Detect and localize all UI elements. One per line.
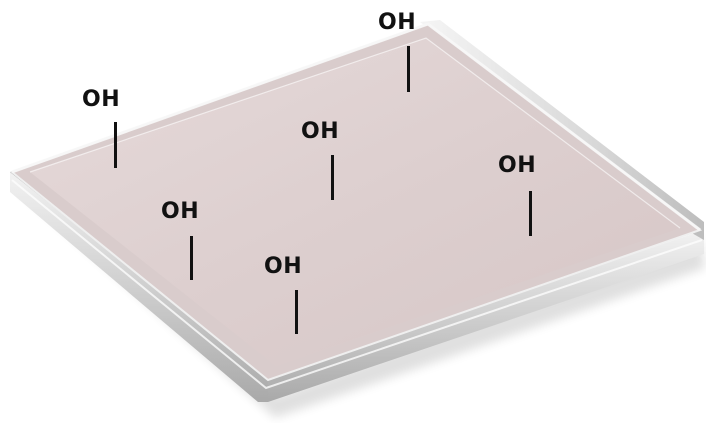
hydroxyl-label: OH [82,87,121,112]
hydroxyl-bond [114,122,117,168]
hydroxyl-label: OH [498,153,537,178]
slab-front-edge-right [268,230,704,402]
slab-front-highlight [11,179,703,390]
slab-highlight [11,22,701,232]
hydroxyl-label: OH [378,10,417,35]
slab-top-surface [30,38,680,366]
hydroxyl-label: OH [301,119,340,144]
slab-front-edge [10,172,268,402]
hydroxyl-bond [331,155,334,200]
hydroxyl-bond [407,46,410,92]
hydroxyl-label: OH [161,199,200,224]
hydroxyl-bond [295,290,298,334]
hydroxyl-label: OH [264,254,303,279]
hydroxyl-bond [190,236,193,280]
hydroxyl-bond [529,191,532,236]
slab-inner-line [29,37,681,229]
